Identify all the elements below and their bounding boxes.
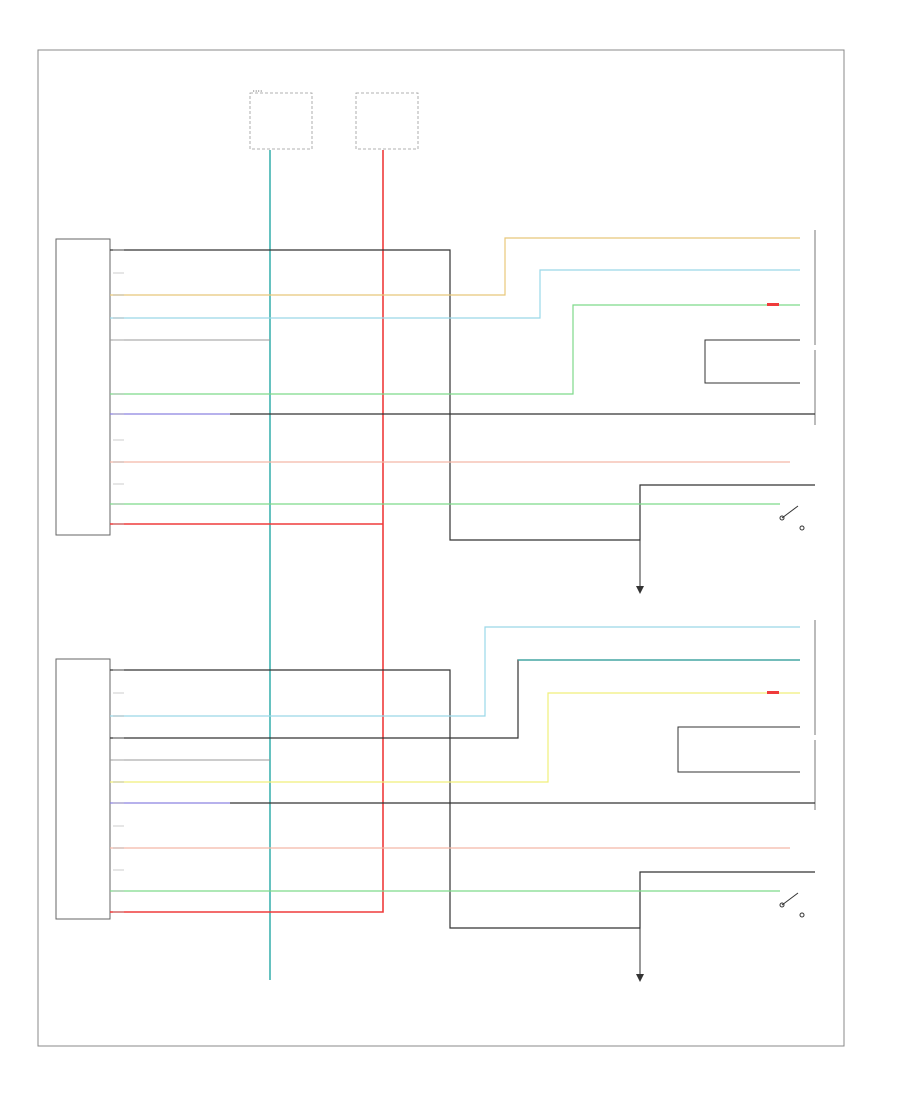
wire-red-feed xyxy=(110,150,384,913)
diagram-frame xyxy=(37,49,845,1047)
wire-yellow-lower xyxy=(110,692,800,783)
fuse-box-left: • • • • xyxy=(249,88,313,150)
left-module-upper xyxy=(55,238,111,536)
wire-tan-upper xyxy=(110,237,800,296)
switch-upper xyxy=(779,505,805,531)
pin-ticks-lower xyxy=(113,669,124,913)
ground-upper xyxy=(636,540,644,594)
wire-lightblue-upper xyxy=(110,269,800,319)
pin-ticks-upper xyxy=(113,249,124,525)
wire-black-lower-1 xyxy=(110,669,815,929)
switch-lower xyxy=(779,892,805,918)
wire-lightblue-lower xyxy=(110,626,800,717)
left-module-lower xyxy=(55,658,111,920)
fuse-box-right xyxy=(355,92,419,150)
wire-black-lower-2 xyxy=(110,659,800,739)
svg-text:• • • •: • • • • xyxy=(253,88,263,93)
wire-green-upper xyxy=(110,304,800,395)
red-mark-lower xyxy=(767,691,779,694)
wire-black-upper-1 xyxy=(110,249,815,541)
red-mark-upper xyxy=(767,303,779,306)
wire-black-loop-upper xyxy=(704,339,800,384)
ground-lower xyxy=(636,928,644,982)
wire-black-loop-lower xyxy=(677,726,800,773)
